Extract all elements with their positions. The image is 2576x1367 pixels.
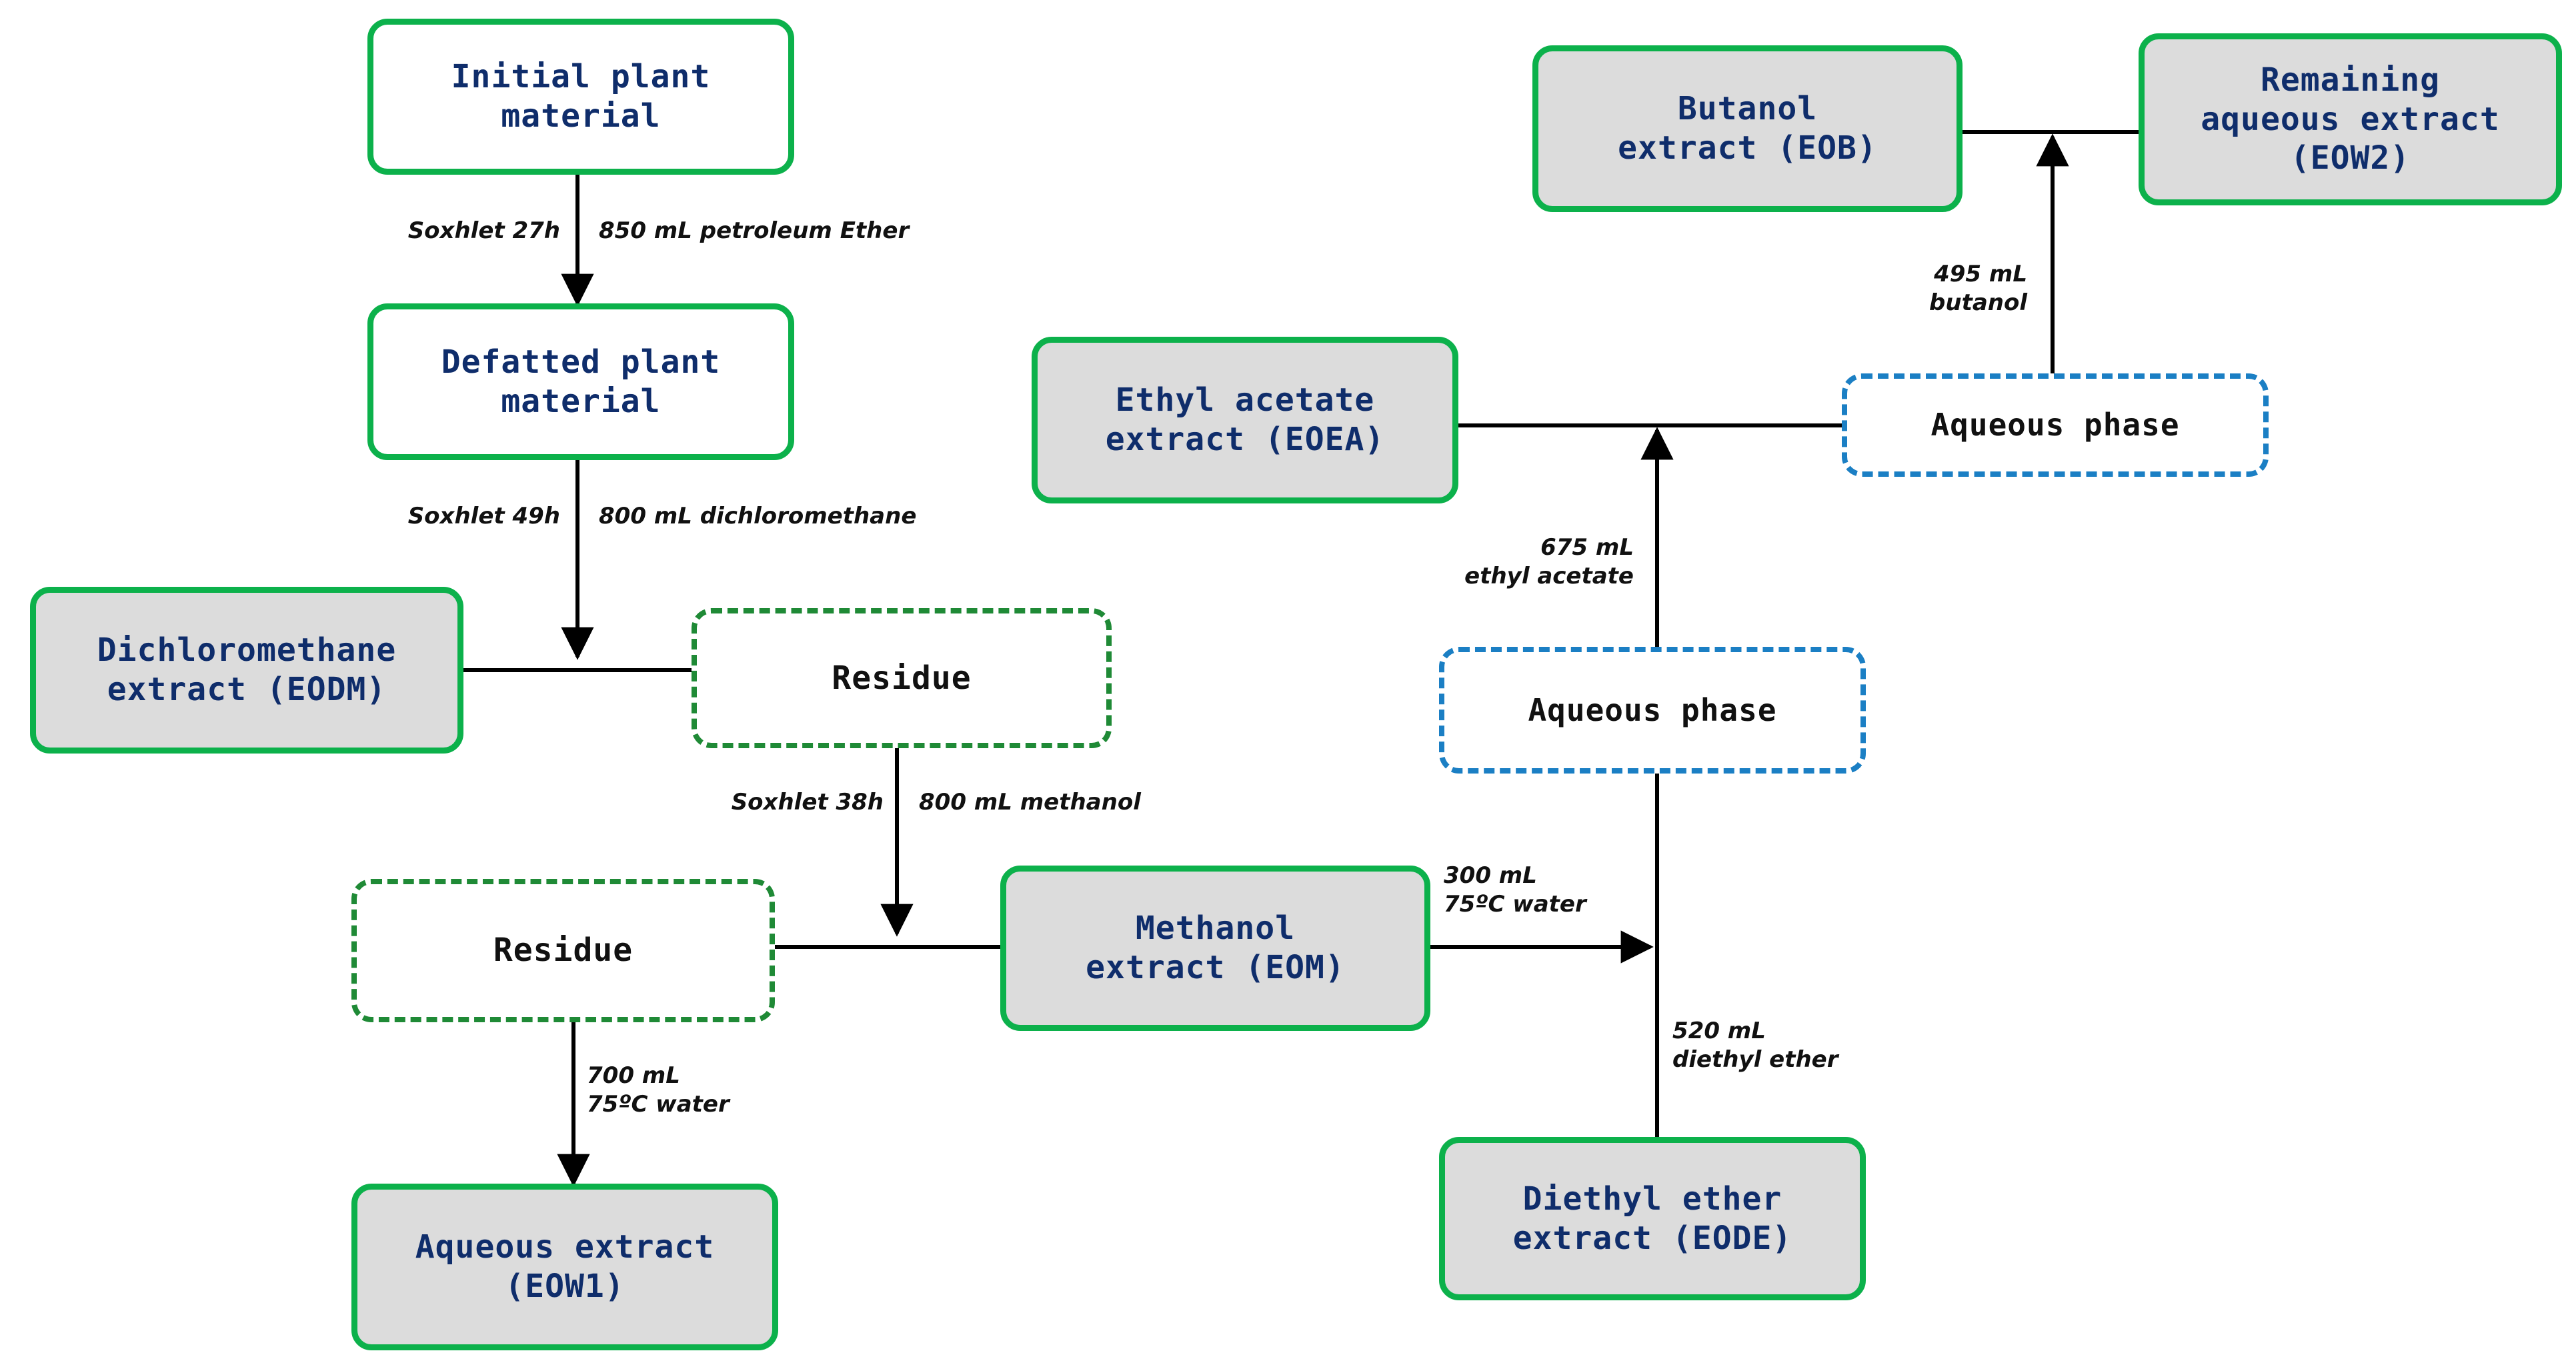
node-label: Aqueous phase <box>1528 692 1777 728</box>
node-label: Butanol extract (EOB) <box>1618 90 1877 167</box>
node-label: Ethyl acetate extract (EOEA) <box>1105 381 1385 458</box>
node-methanol-extract-eom[interactable]: Methanol extract (EOM) <box>1000 866 1430 1031</box>
node-diethyl-ether-extract-eode[interactable]: Diethyl ether extract (EODE) <box>1439 1137 1866 1300</box>
node-label: Remaining aqueous extract (EOW2) <box>2201 61 2500 177</box>
edge-label-soxhlet-49h: Soxhlet 49h <box>407 503 560 529</box>
node-label: Methanol extract (EOM) <box>1086 910 1345 986</box>
node-defatted-plant-material[interactable]: Defatted plant material <box>367 303 794 460</box>
node-label: Diethyl ether extract (EODE) <box>1512 1180 1792 1257</box>
edge-label-800ml-methanol: 800 mL methanol <box>919 789 1141 816</box>
edge-label-soxhlet-38h: Soxhlet 38h <box>731 789 884 816</box>
node-residue-2[interactable]: Residue <box>351 879 775 1022</box>
edge-label-300ml-75c-water: 300 mL 75ºC water <box>1444 862 1586 918</box>
edge-label-495ml-butanol: 495 mL butanol <box>1929 261 2027 316</box>
node-initial-plant-material[interactable]: Initial plant material <box>367 19 794 175</box>
edge-label-700ml-75c-water: 700 mL 75ºC water <box>587 1062 730 1118</box>
node-label: Aqueous phase <box>1930 407 2180 443</box>
edge-label-800ml-dichloromethane: 800 mL dichloromethane <box>599 503 917 529</box>
node-ethyl-acetate-extract-eoea[interactable]: Ethyl acetate extract (EOEA) <box>1032 337 1458 503</box>
node-label: Residue <box>493 932 633 970</box>
node-dichloromethane-extract-eodm[interactable]: Dichloromethane extract (EODM) <box>30 587 463 754</box>
node-label: Dichloromethane extract (EODM) <box>97 631 397 708</box>
edge-label-520ml-diethyl-ether: 520 mL diethyl ether <box>1672 1018 1838 1073</box>
node-label: Residue <box>832 659 972 697</box>
node-label: Initial plant material <box>451 58 711 135</box>
node-butanol-extract-eob[interactable]: Butanol extract (EOB) <box>1532 45 1963 212</box>
edge-label-soxhlet-27h: Soxhlet 27h <box>407 217 560 244</box>
node-aqueous-phase-lower[interactable]: Aqueous phase <box>1439 647 1866 774</box>
node-label: Aqueous extract (EOW1) <box>415 1228 715 1305</box>
node-residue-1[interactable]: Residue <box>692 608 1112 748</box>
node-remaining-aqueous-extract-eow2[interactable]: Remaining aqueous extract (EOW2) <box>2139 33 2562 205</box>
node-aqueous-extract-eow1[interactable]: Aqueous extract (EOW1) <box>351 1184 778 1350</box>
node-label: Defatted plant material <box>441 343 721 420</box>
edge-label-850ml-petroleum-ether: 850 mL petroleum Ether <box>599 217 910 244</box>
node-aqueous-phase-upper[interactable]: Aqueous phase <box>1842 373 2269 477</box>
edge-label-675ml-ethyl-acetate: 675 mL ethyl acetate <box>1464 534 1634 589</box>
